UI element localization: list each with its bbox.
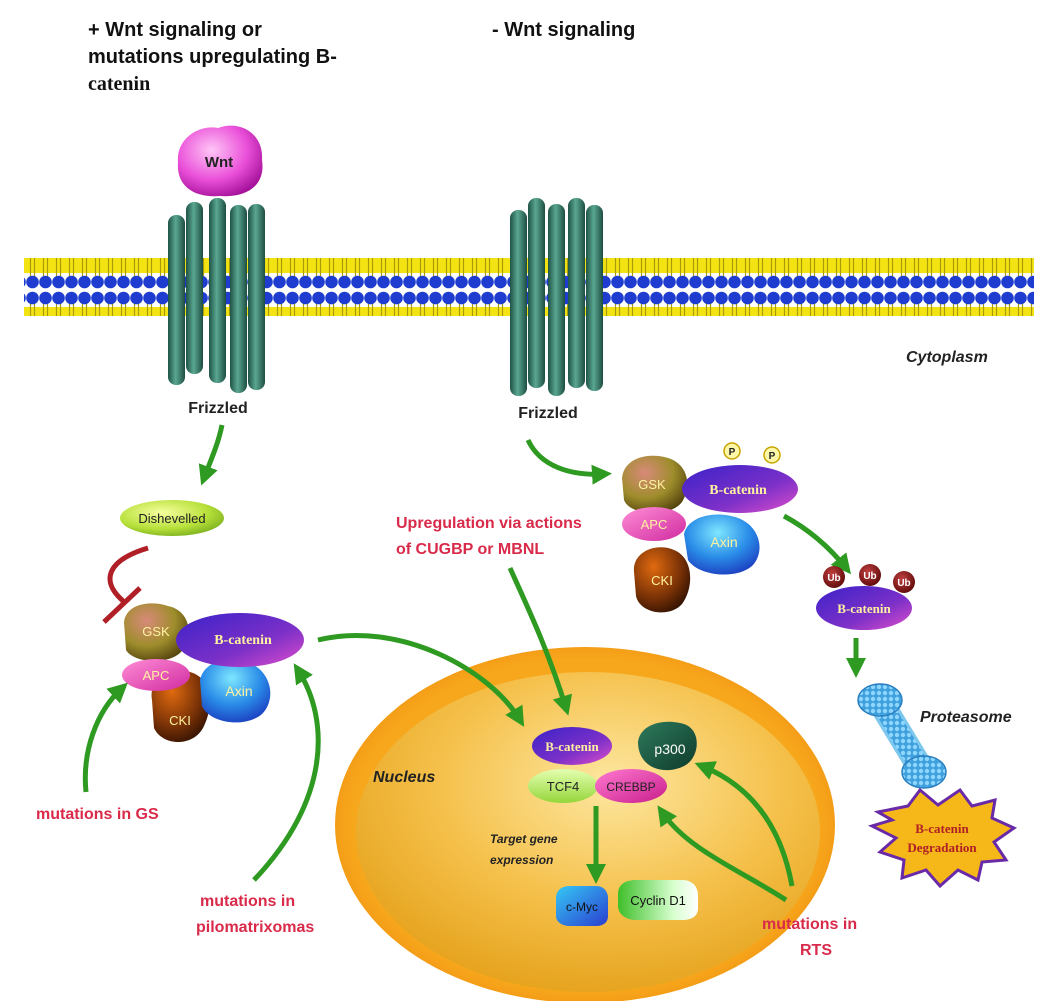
- mutations-gs-label: mutations in GS: [36, 806, 159, 823]
- inhibition-line: [107, 545, 149, 606]
- mutations-pilo-line2: pilomatrixomas: [196, 919, 314, 936]
- cmyc-protein: [556, 886, 608, 926]
- frizzled-receptor-right: [510, 198, 603, 396]
- proteasome-label: Proteasome: [920, 709, 1012, 726]
- arrow-gs-to-complex: [82, 682, 128, 793]
- degradation-burst: [867, 787, 1018, 889]
- frizzled-right-label: Frizzled: [518, 405, 578, 422]
- axin-protein-left: [200, 659, 271, 723]
- ubiquitin-1-label: Ub: [827, 573, 840, 584]
- gsk-protein-left: [124, 603, 189, 661]
- heading-right: - Wnt signaling: [492, 19, 635, 41]
- cugbp-line2: of CUGBP or MBNL: [396, 541, 544, 558]
- inhibition-bar: [102, 586, 142, 624]
- right-complex: [622, 455, 798, 613]
- tcf4-protein: [528, 769, 598, 803]
- apc-protein-left: [122, 659, 190, 691]
- proteasome: [857, 683, 947, 789]
- arrow-frizzled-to-dishevelled: [198, 424, 225, 486]
- gsk-protein-right: [622, 455, 688, 514]
- bcatenin-protein-right: [682, 465, 798, 513]
- arrow-complex-to-ubiquitination: [782, 513, 851, 575]
- gsk-label-right: GSK: [638, 477, 666, 492]
- target-gene-line1: Target gene: [490, 832, 558, 846]
- p300-protein: [638, 721, 697, 771]
- phosphate-1-label: P: [729, 447, 736, 458]
- ubiquitin-1: [823, 566, 845, 588]
- arrow-pilo-to-complex: [252, 663, 321, 882]
- arrow-rts-to-p300: [694, 761, 795, 887]
- target-gene-line2: expression: [490, 853, 553, 867]
- frizzled-left-label: Frizzled: [188, 400, 248, 417]
- degradation-line2: Degradation: [907, 840, 977, 855]
- crebbp-label: CREBBP: [606, 780, 655, 794]
- ubiquitin-3-label: Ub: [897, 578, 910, 589]
- arrow-frizzled-to-complex: [525, 438, 612, 485]
- left-complex: [122, 603, 304, 742]
- nucleus-interior: [356, 672, 820, 992]
- wnt-label: Wnt: [205, 154, 233, 171]
- degradation-line1: B-catenin: [915, 821, 969, 836]
- bcatenin-protein-nucleus: [532, 727, 612, 765]
- axin-protein-right: [684, 514, 760, 575]
- arrow-rts-to-crebbp: [657, 805, 788, 903]
- mutations-rts-line1: mutations in: [762, 916, 857, 933]
- cytoplasm-label: Cytoplasm: [906, 349, 988, 366]
- bcatenin-ubiquitinated: [816, 586, 912, 630]
- cugbp-line1: Upregulation via actions: [396, 515, 582, 532]
- bcatenin-protein-left: [176, 613, 304, 667]
- bcatenin-label-nucleus: B-catenin: [545, 739, 599, 754]
- cki-label-left: CKI: [169, 713, 191, 728]
- apc-label-right: APC: [641, 517, 668, 532]
- heading-left-line2: mutations upregulating B-: [88, 46, 337, 68]
- tcf4-label: TCF4: [547, 779, 580, 794]
- axin-label-left: Axin: [225, 683, 252, 699]
- p300-label: p300: [654, 741, 685, 757]
- heading-left-line3: catenin: [88, 73, 150, 95]
- arrow-cugbp-to-nucleus: [507, 566, 572, 716]
- mutations-pilo-line1: mutations in: [200, 893, 295, 910]
- dishevelled: [120, 500, 224, 536]
- arrow-bcatenin-to-nucleus: [317, 633, 525, 727]
- wnt-ligand: [177, 125, 263, 197]
- frizzled-receptor-left: [168, 198, 265, 393]
- ubiquitin-2: [859, 564, 881, 586]
- mutations-rts-line2: RTS: [800, 942, 832, 959]
- ubiquitin-3: [893, 571, 915, 593]
- heading-left-line1: + Wnt signaling or: [88, 19, 262, 41]
- cmyc-label: c-Myc: [566, 900, 598, 914]
- phosphate-1: [723, 442, 741, 460]
- cki-label-right: CKI: [651, 573, 673, 588]
- phosphate-2: [763, 446, 781, 464]
- crebbp-protein: [595, 769, 667, 803]
- axin-label-right: Axin: [710, 534, 737, 550]
- apc-label-left: APC: [143, 668, 170, 683]
- ubiquitin-2-label: Ub: [863, 571, 876, 582]
- gsk-label-left: GSK: [142, 624, 170, 639]
- apc-protein-right: [622, 507, 686, 541]
- nucleus-label: Nucleus: [373, 769, 435, 786]
- bcatenin-ub-label: B-catenin: [837, 601, 891, 616]
- bcatenin-label-left: B-catenin: [214, 633, 272, 648]
- cki-protein-right: [633, 547, 691, 613]
- phosphate-2-label: P: [769, 451, 776, 462]
- cyclin-d1-protein: [618, 880, 698, 920]
- cyclin-d1-label: Cyclin D1: [630, 893, 686, 908]
- bcatenin-label-right: B-catenin: [709, 483, 767, 498]
- dishevelled-label: Dishevelled: [138, 511, 205, 526]
